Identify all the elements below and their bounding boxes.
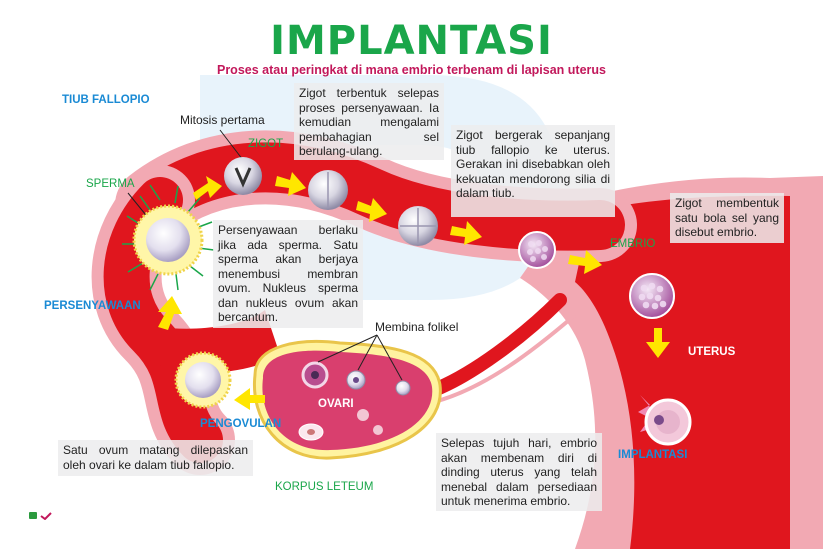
label-implantasi: IMPLANTASI [618,449,688,461]
arrow-left-icon [234,388,265,410]
process-arrows [158,172,602,410]
fallopian-tube-inner [127,142,625,251]
ovulated-ovum [174,351,232,409]
arrow-right-icon [450,221,482,245]
four-cell-zygote [398,206,438,246]
label-tiub-fallopio: TIUB FALLOPIO [62,94,150,106]
arrow-right-icon [356,198,387,222]
label-pengovulan: PENGOVULAN [200,418,282,430]
arrow-down-icon [646,328,670,358]
info-tujuh-hari: Selepas tujuh hari, embrio akan membenam… [436,433,602,511]
arrow-right-icon [193,176,222,200]
label-membina-folikel: Membina folikel [375,320,459,334]
label-zigot: ZIGOT [248,138,284,150]
page-title: IMPLANTASI [270,18,553,64]
label-persenyawaan: PERSENYAWAAN [44,300,141,312]
info-ovum-matang: Satu ovum matang dilepaskan oleh ovari k… [58,440,253,476]
label-sperma: SPERMA [86,178,135,190]
morula [518,231,556,269]
follicle-3 [395,380,411,396]
implanted-embryo [638,395,692,446]
arrow-up-icon [158,296,182,330]
ovarian-ligament [413,293,567,402]
fertilized-ovum [122,184,215,291]
arrow-right-icon [275,172,306,196]
embryo [629,273,675,319]
info-zigot-bergerak: Zigot bergerak sepanjang tiub fallopio k… [451,125,615,217]
publisher-mark-icon [40,512,52,520]
label-uterus: UTERUS [688,346,736,358]
label-mitosis: Mitosis pertama [180,113,265,127]
label-ovari: OVARI [318,398,354,410]
arrow-right-icon [568,250,602,274]
publisher-logo [29,512,37,519]
follicle-pointers [317,334,403,381]
two-cell-zygote [308,170,348,210]
label-korpus-leteum: KORPUS LETEUM [275,481,374,493]
ovary [252,340,442,460]
page-subtitle: Proses atau peringkat di mana embrio ter… [216,63,606,77]
info-zigot-terbentuk: Zigot terbentuk selepas proses persenyaw… [294,83,444,160]
info-zigot-bola: Zigot membentuk satu bola sel yang diseb… [670,193,784,243]
label-embrio: EMBRIO [610,238,656,250]
mitosis-cell [224,157,262,195]
uterus-cavity [575,195,790,549]
info-persenyawaan: Persenyawaan berlaku jika ada sperma. Sa… [213,220,363,328]
